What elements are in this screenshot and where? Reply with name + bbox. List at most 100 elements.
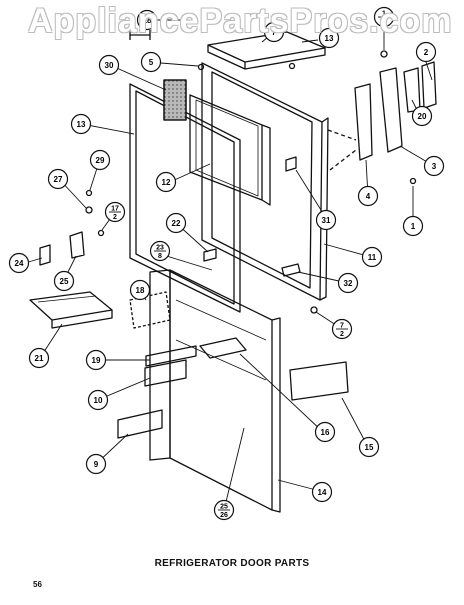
callout-c27: 27 bbox=[47, 168, 69, 190]
shelf-19 bbox=[145, 345, 197, 367]
callout-c13a: 13 bbox=[318, 27, 340, 49]
callout-circle bbox=[85, 349, 107, 371]
top-trim-bar-edge bbox=[207, 45, 246, 70]
callout-c28: 28 bbox=[136, 9, 158, 31]
callout-number: 31 bbox=[322, 216, 331, 225]
callout-number: 4 bbox=[366, 192, 371, 201]
callout-c23: 238 bbox=[149, 240, 171, 262]
callout-circle bbox=[402, 215, 424, 237]
callout-c19: 19 bbox=[85, 349, 107, 371]
callout-number: 5 bbox=[149, 58, 154, 67]
callout-c9: 9 bbox=[85, 453, 107, 475]
shim-2 bbox=[421, 61, 437, 109]
callout-circle bbox=[165, 212, 187, 234]
callout-c3: 3 bbox=[423, 155, 445, 177]
top-trim-bar-side bbox=[244, 48, 326, 70]
callout-number: 1 bbox=[382, 11, 386, 18]
callout-circle bbox=[415, 41, 437, 63]
callout-c22: 22 bbox=[165, 212, 187, 234]
callout-number: 25 bbox=[220, 504, 228, 511]
callout-c10: 10 bbox=[87, 389, 109, 411]
shelf-16 bbox=[199, 337, 247, 359]
inner-panel bbox=[189, 94, 263, 201]
callout-number: 18 bbox=[136, 286, 145, 295]
clip-22 bbox=[203, 248, 217, 262]
callout-circle bbox=[89, 149, 111, 171]
outer-door-frame-side bbox=[319, 117, 329, 301]
screw-27 bbox=[85, 206, 93, 214]
callout-circle bbox=[155, 171, 177, 193]
callout-number: 3 bbox=[432, 162, 437, 171]
egg-tray bbox=[29, 291, 113, 321]
door-liner-ledge2 bbox=[175, 339, 267, 381]
callout-circle bbox=[411, 105, 433, 127]
foam-pad-texture bbox=[163, 79, 187, 121]
door-liner bbox=[169, 269, 273, 511]
callout-number: 21 bbox=[35, 354, 44, 363]
door-liner-flange bbox=[271, 317, 281, 513]
spacer-20 bbox=[403, 67, 421, 113]
callout-number: 23 bbox=[156, 245, 164, 252]
callout-number: 10 bbox=[94, 396, 103, 405]
callout-circle bbox=[357, 185, 379, 207]
callout-c20: 20 bbox=[411, 105, 433, 127]
callout-number: 9 bbox=[94, 460, 99, 469]
clip-32 bbox=[281, 263, 301, 277]
callout-c4: 4 bbox=[357, 185, 379, 207]
callout-number: 11 bbox=[368, 253, 377, 262]
callout-circle bbox=[129, 279, 151, 301]
gasket-frame-inner bbox=[135, 90, 235, 305]
callout-c25: 25 bbox=[53, 270, 75, 292]
callout-number: 13 bbox=[325, 34, 334, 43]
screw-28 bbox=[129, 30, 151, 40]
callout-c5: 5 bbox=[140, 51, 162, 73]
screw-29 bbox=[85, 189, 93, 197]
callout-circle bbox=[315, 209, 337, 231]
egg-tray-cups bbox=[37, 295, 97, 303]
screw-7 bbox=[310, 306, 318, 314]
callout-circle bbox=[423, 155, 445, 177]
callout-number: 24 bbox=[15, 259, 24, 268]
callout-circle bbox=[70, 113, 92, 135]
callout-c18: 18 bbox=[129, 279, 151, 301]
egg-tray-edge bbox=[51, 310, 113, 329]
callout-c13: 13 bbox=[70, 113, 92, 135]
bin-9 bbox=[117, 409, 163, 439]
clip-31 bbox=[285, 156, 297, 172]
leader-dash-a bbox=[327, 129, 357, 141]
inner-panel-side bbox=[261, 124, 271, 206]
callout-c2: 2 bbox=[415, 41, 437, 63]
callout-number: 30 bbox=[105, 61, 114, 70]
callout-c7: 7 bbox=[263, 21, 285, 43]
screw-right-top bbox=[380, 50, 388, 58]
callout-number: 32 bbox=[344, 279, 353, 288]
callout-fraction-bottom: 8 bbox=[158, 253, 162, 260]
callout-c30: 30 bbox=[98, 54, 120, 76]
screw-top bbox=[288, 62, 296, 70]
bin-15 bbox=[289, 361, 349, 401]
callout-c31: 31 bbox=[315, 209, 337, 231]
screw-17 bbox=[97, 229, 105, 237]
callout-circle bbox=[311, 481, 333, 503]
callout-number: 13 bbox=[77, 120, 86, 129]
callout-number: 28 bbox=[143, 16, 152, 25]
callout-c15: 15 bbox=[358, 436, 380, 458]
callout-number: 1 bbox=[411, 222, 416, 231]
screw-right bbox=[409, 177, 417, 185]
diagram-caption: REFRIGERATOR DOOR PARTS bbox=[154, 558, 310, 569]
callout-number: 15 bbox=[365, 443, 374, 452]
callout-number: 25 bbox=[60, 277, 69, 286]
callout-circle bbox=[361, 246, 383, 268]
callout-number: 7 bbox=[340, 323, 344, 330]
callout-fraction-bottom: 2 bbox=[113, 214, 117, 221]
callout-c14: 14 bbox=[311, 481, 333, 503]
callout-number: 27 bbox=[54, 175, 63, 184]
bracket-25 bbox=[69, 231, 85, 259]
callout-number: 14 bbox=[318, 488, 327, 497]
callout-circle bbox=[136, 9, 158, 31]
callout-number: 12 bbox=[162, 178, 171, 187]
watermark-text: AppliancePartsPros.com bbox=[28, 2, 453, 40]
